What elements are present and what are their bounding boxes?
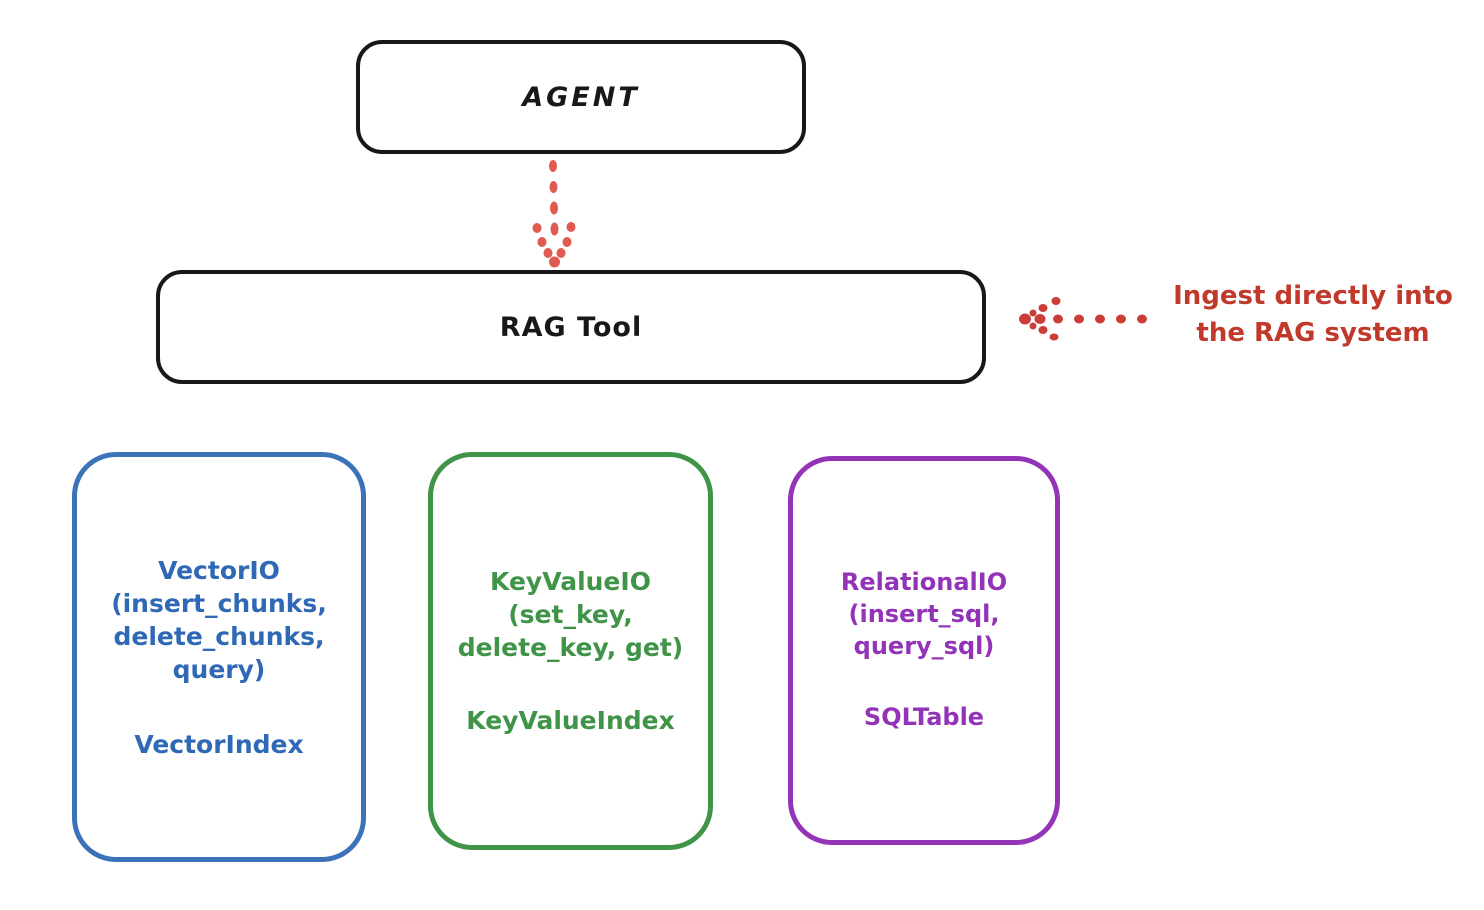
- node-agent-label: AGENT: [522, 81, 640, 113]
- connector-agent-to-rag-tool: [508, 158, 598, 268]
- node-relational-io[interactable]: RelationalIO (insert_sql, query_sql) SQL…: [788, 456, 1060, 845]
- node-vector-io[interactable]: VectorIO (insert_chunks, delete_chunks, …: [72, 452, 366, 862]
- node-rag-tool-label: RAG Tool: [499, 311, 643, 343]
- dotted-left-arrow-icon: [1019, 297, 1147, 341]
- connector-ingest-to-rag-tool: [1018, 296, 1148, 342]
- node-key-value-io-title: KeyValueIO (set_key, delete_key, get): [457, 567, 684, 662]
- node-key-value-io-index: KeyValueIndex: [466, 706, 675, 735]
- node-vector-io-index: VectorIndex: [134, 729, 304, 759]
- node-key-value-io[interactable]: KeyValueIO (set_key, delete_key, get) Ke…: [428, 452, 713, 850]
- node-agent[interactable]: AGENT: [356, 40, 806, 154]
- dotted-down-arrow-icon: [532, 160, 576, 268]
- node-rag-tool[interactable]: RAG Tool: [156, 270, 986, 384]
- node-relational-io-title: RelationalIO (insert_sql, query_sql): [840, 568, 1008, 660]
- node-relational-io-index: SQLTable: [863, 703, 985, 732]
- node-vector-io-title: VectorIO (insert_chunks, delete_chunks, …: [111, 555, 327, 684]
- annotation-ingest-note: Ingest directly into the RAG system: [1173, 281, 1453, 348]
